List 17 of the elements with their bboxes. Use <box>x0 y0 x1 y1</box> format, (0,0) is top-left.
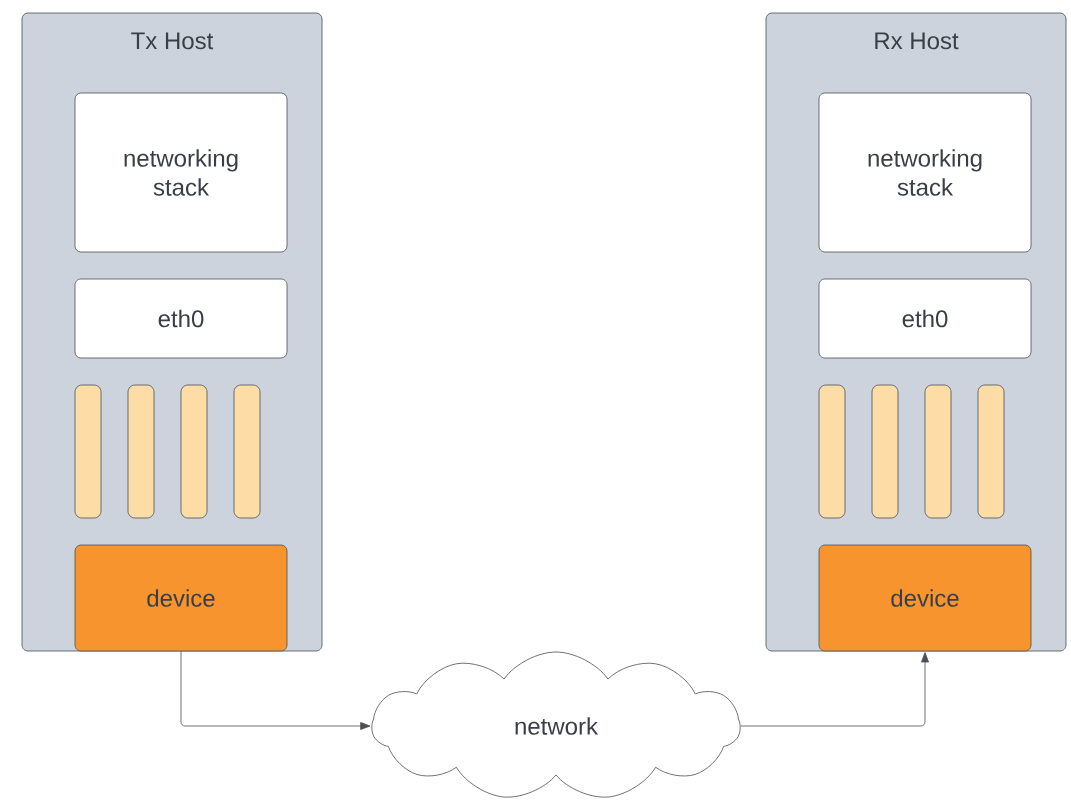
network-cloud: network <box>371 651 741 798</box>
queue-bar <box>180 384 208 519</box>
device-box: device <box>74 544 288 652</box>
layer-box: eth0 <box>818 278 1032 359</box>
arrow <box>740 652 929 727</box>
layer-box: eth0 <box>74 278 288 359</box>
queue-bar <box>74 384 102 519</box>
queue-bar <box>924 384 952 519</box>
arrow <box>180 651 371 730</box>
queue-bar <box>977 384 1005 519</box>
queue-bar <box>127 384 155 519</box>
queue-bar <box>871 384 899 519</box>
queue-bar <box>818 384 846 519</box>
layer-box: networking stack <box>818 92 1032 253</box>
queue-bar <box>233 384 261 519</box>
layer-box: networking stack <box>74 92 288 253</box>
device-box: device <box>818 544 1032 652</box>
